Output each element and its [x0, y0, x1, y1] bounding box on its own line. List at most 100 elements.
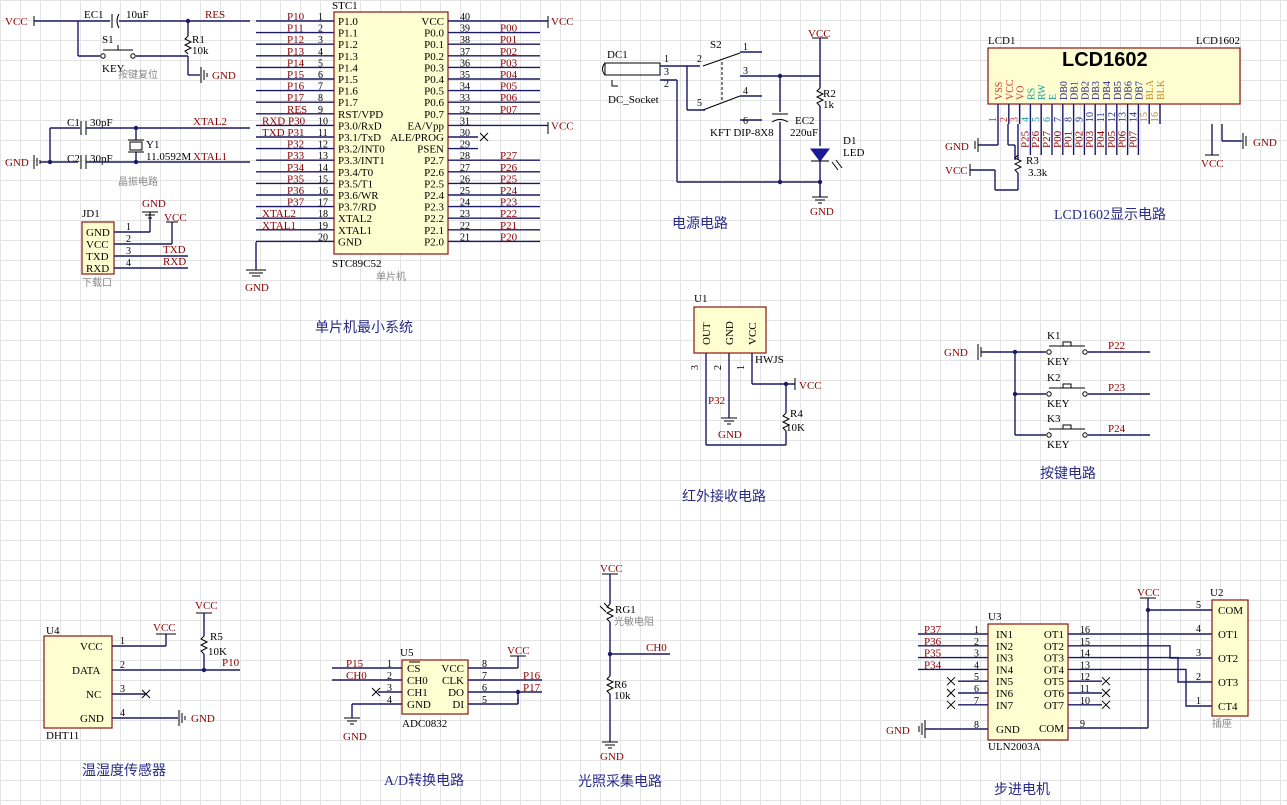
- download-caption: 下载口: [82, 277, 112, 289]
- mcu-right-pin-num: 30: [460, 128, 470, 139]
- ldr-block: VCC RG1 光敏电阻 CH0 R6 10k GND 光照采集电路: [578, 563, 670, 790]
- mcu-left-pin-num: 14: [318, 163, 328, 174]
- ir-r-designator: R4: [790, 408, 803, 420]
- mcu-right-pin-net: P05: [500, 81, 518, 93]
- stepper-gnd-label: GND: [886, 725, 910, 737]
- adc-left-pin-num: 1: [387, 659, 392, 670]
- adc-left-pin-net: P15: [346, 658, 364, 670]
- lcd-pin-name: E: [1048, 94, 1059, 100]
- mcu-left-pin-name: P1.7: [338, 97, 358, 109]
- stepper-right-pin-num: 14: [1080, 649, 1090, 660]
- mcu-right-pin-name: P2.3: [424, 202, 444, 214]
- mcu-right-pin-num: 28: [460, 151, 470, 162]
- mcu-left-pin-net: P37: [287, 197, 305, 209]
- ir-part: HWJS: [755, 354, 784, 366]
- adc-gnd-label: GND: [343, 731, 367, 743]
- ir-pin-num: 2: [713, 365, 724, 370]
- dht-data-net: P10: [222, 657, 240, 669]
- mcu-left-pin-name: P3.3/INT1: [338, 155, 385, 167]
- crystal-c1-value: 30pF: [90, 117, 113, 129]
- dht-vcc-label: VCC: [195, 600, 218, 612]
- mcu-left-pin-name: P3.6/WR: [338, 190, 379, 202]
- mcu-right-pin-num: 26: [460, 174, 470, 185]
- power-gnd-label: GND: [810, 206, 834, 218]
- dht-pin-num: 2: [120, 660, 125, 671]
- lcd-pin-num: 15: [1139, 112, 1150, 122]
- mcu-right-pin-num: 39: [460, 24, 470, 35]
- mcu-right-pin-num: 31: [460, 116, 470, 127]
- no-connect-mark: [479, 132, 489, 142]
- stepper-conn-designator: U2: [1210, 587, 1223, 599]
- crystal-y-designator: Y1: [146, 139, 159, 151]
- mcu-right-pin-name: P0.1: [424, 39, 444, 51]
- power-switch-designator: S2: [710, 39, 722, 51]
- mcu-right-pin-net: P23: [500, 197, 518, 209]
- lcd-pin-num: 3: [1010, 117, 1021, 122]
- stepper-output-wire: [1068, 645, 1212, 659]
- download-gnd-label: GND: [142, 198, 166, 210]
- lcd-pin-num: 14: [1128, 112, 1139, 122]
- ldr-title: 光照采集电路: [578, 773, 662, 790]
- mcu-right-pin-num: 33: [460, 93, 470, 104]
- stepper-right-pin-num: 15: [1080, 637, 1090, 648]
- conn-pin-num: 5: [1196, 600, 1201, 611]
- reset-res-value: 10k: [192, 45, 209, 57]
- no-connect-mark: [371, 687, 381, 697]
- stepper-left-pin-name: IN4: [996, 664, 1014, 676]
- no-connect-mark: [1101, 676, 1111, 686]
- mcu-right-pin-name: P2.2: [424, 213, 444, 225]
- adc-right-pin-net: P17: [523, 682, 541, 694]
- mcu-right-pin-net: P27: [500, 150, 518, 162]
- mcu-left-pin-num: 9: [318, 105, 323, 116]
- lcd-r-value: 3.3k: [1028, 167, 1048, 179]
- mcu-right-pin-name: PSEN: [417, 144, 444, 156]
- adc-right-pin-num: 5: [482, 695, 487, 706]
- stepper-right-pin-name: OT6: [1044, 688, 1065, 700]
- power-switch-pin: 4: [743, 86, 748, 97]
- lcd-pin-name: BLK: [1156, 79, 1167, 100]
- conn-pin-name: CT4: [1218, 701, 1238, 713]
- power-ec-designator: EC2: [795, 115, 815, 127]
- ir-designator: U1: [694, 293, 707, 305]
- crystal-net1-label: XTAL1: [193, 151, 227, 163]
- stepper-left-pin-num: 8: [974, 720, 979, 731]
- ldr-r-value: 10k: [614, 690, 631, 702]
- lcd-pins: VSS1VCC2VO3RS4P25RW5P26E6P27DB07P00DB18P…: [988, 79, 1167, 155]
- conn-pin-num: 1: [1196, 696, 1201, 707]
- adc-title: A/D转换电路: [384, 772, 464, 789]
- power-switch-pin: 6: [743, 116, 748, 127]
- mcu-right-vcc-label: VCC: [551, 120, 574, 132]
- conn-pin-num: 2: [1196, 672, 1201, 683]
- adc-vcc-label: VCC: [507, 645, 530, 657]
- key-button-cap: [1062, 424, 1072, 430]
- mcu-left-pin-net: P10: [287, 11, 305, 23]
- conn-pin-name: OT3: [1218, 677, 1239, 689]
- stepper-vcc-label: VCC: [1137, 587, 1160, 599]
- mcu-left-pin-name: P1.6: [338, 86, 358, 98]
- mcu-left-pin-net: XTAL1: [262, 220, 296, 232]
- mcu-right-pin-net: P06: [500, 92, 518, 104]
- stepper-left-pin-num: 4: [974, 660, 979, 671]
- mcu-right-pin-num: 22: [460, 221, 470, 232]
- ir-title: 红外接收电路: [682, 488, 766, 505]
- ir-pin-num: 1: [736, 365, 747, 370]
- dht-pin-name: DATA: [72, 665, 101, 677]
- mcu-right-pin-num: 36: [460, 58, 470, 69]
- mcu-left-pin-net: P16: [287, 81, 305, 93]
- crystal-gnd-label: GND: [5, 157, 29, 169]
- lcd-pin-num: 6: [1042, 117, 1053, 122]
- key-net: P23: [1108, 382, 1126, 394]
- no-connect-mark: [946, 688, 956, 698]
- dht-part: DHT11: [46, 730, 79, 742]
- stepper-left-pin-num: 2: [974, 637, 979, 648]
- lcd-pin-num: 1: [988, 117, 999, 122]
- mcu-left-pin-name: P1.0: [338, 16, 358, 28]
- mcu-right-pin-name: EA/Vpp: [407, 120, 444, 132]
- adc-right-pin-name: DI: [452, 699, 464, 711]
- mcu-left-pin-name: P3.2/INT0: [338, 144, 385, 156]
- power-dc-designator: DC1: [607, 49, 628, 61]
- stepper-left-pin-net: P36: [924, 636, 942, 648]
- key-type: KEY: [1047, 439, 1070, 451]
